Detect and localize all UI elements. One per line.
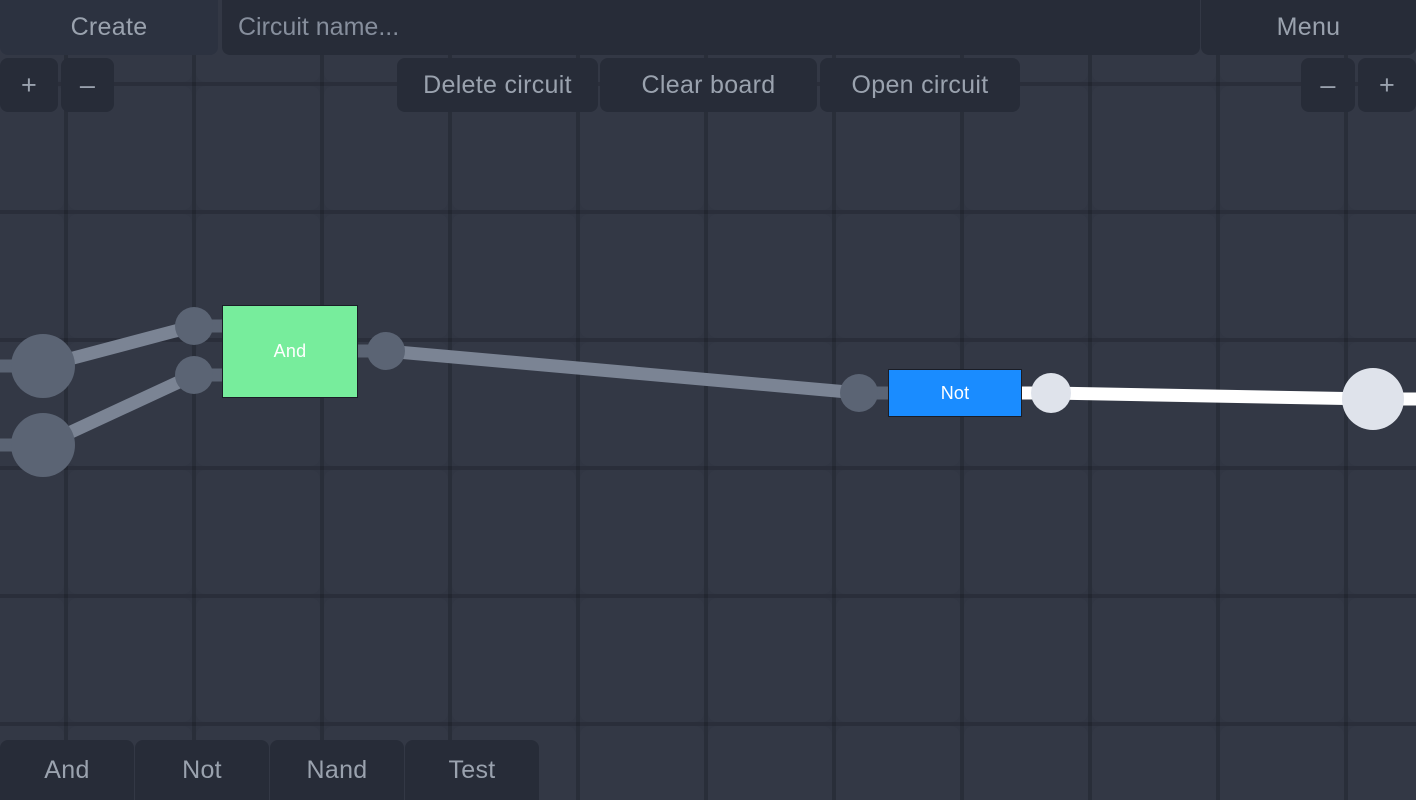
pin-src-b[interactable] [11, 413, 75, 477]
gate-and-1[interactable]: And [222, 305, 358, 398]
grid-cell [324, 470, 448, 594]
grid-cell [836, 214, 960, 338]
palette-item-test[interactable]: Test [405, 740, 539, 800]
open-circuit-button[interactable]: Open circuit [820, 58, 1020, 112]
grid-cell [1220, 726, 1344, 800]
gate-label: Not [940, 382, 970, 403]
grid-cell [836, 726, 960, 800]
stub-sink-right [1400, 392, 1416, 406]
top-toolbar: Create Menu + – Delete circuit Clear boa… [0, 0, 1416, 115]
grid-cell [580, 470, 704, 594]
grid-cell [1220, 598, 1344, 722]
grid-cell [68, 342, 192, 466]
stub-src-a-left [0, 359, 14, 373]
grid-cell [964, 598, 1088, 722]
clear-board-button[interactable]: Clear board [600, 58, 817, 112]
grid-cell [196, 598, 320, 722]
grid-cell [324, 598, 448, 722]
pin-not-out[interactable] [1031, 373, 1071, 413]
pin-and-out[interactable] [367, 332, 405, 370]
pin-and-in-1[interactable] [175, 307, 213, 345]
palette-item-nand[interactable]: Nand [270, 740, 404, 800]
grid-cell [1092, 726, 1216, 800]
palette-item-and[interactable]: And [0, 740, 134, 800]
grid-cell [1348, 726, 1416, 800]
zoom-in-button-right[interactable]: + [1358, 58, 1416, 112]
zoom-out-button-right[interactable]: – [1301, 58, 1355, 112]
grid-cell [0, 470, 64, 594]
grid-cell [964, 726, 1088, 800]
grid-cell [580, 214, 704, 338]
grid-cell [452, 214, 576, 338]
grid-cell [0, 598, 64, 722]
grid-cell [1348, 214, 1416, 338]
grid-cell [1092, 470, 1216, 594]
wire[interactable] [1050, 386, 1374, 406]
grid-cell [580, 598, 704, 722]
wire[interactable] [385, 344, 860, 400]
grid-cell [964, 214, 1088, 338]
stub-src-b-left [0, 438, 14, 452]
grid-cell [1348, 470, 1416, 594]
grid-cell [1092, 598, 1216, 722]
grid-cell [68, 470, 192, 594]
grid-cell [1092, 86, 1216, 210]
gate-not-1[interactable]: Not [888, 369, 1022, 417]
grid-cell [452, 598, 576, 722]
grid-cell [68, 598, 192, 722]
grid-cell [964, 470, 1088, 594]
grid-cell [68, 214, 192, 338]
circuit-name-input[interactable] [222, 0, 1200, 55]
zoom-in-button-left[interactable]: + [0, 58, 58, 112]
grid-cell [580, 726, 704, 800]
grid-cell [1092, 214, 1216, 338]
pin-sink-out[interactable] [1342, 368, 1404, 430]
grid-cell [708, 214, 832, 338]
create-circuit-button[interactable]: Create [0, 0, 218, 55]
grid-cell [708, 342, 832, 466]
pin-and-in-2[interactable] [175, 356, 213, 394]
menu-button[interactable]: Menu [1201, 0, 1416, 55]
grid-cell [708, 726, 832, 800]
grid-cell [452, 342, 576, 466]
grid-cell [580, 342, 704, 466]
grid-cell [1348, 598, 1416, 722]
palette-item-not[interactable]: Not [135, 740, 269, 800]
grid-cell [1220, 470, 1344, 594]
grid-cell [196, 86, 320, 210]
grid-cell [0, 214, 64, 338]
grid-cell [836, 470, 960, 594]
pin-not-in[interactable] [840, 374, 878, 412]
grid-cell [708, 470, 832, 594]
grid-cell [452, 470, 576, 594]
gate-label: And [273, 341, 307, 361]
pin-src-a[interactable] [11, 334, 75, 398]
grid-cell [836, 598, 960, 722]
grid-cell [196, 470, 320, 594]
grid-cell [1092, 342, 1216, 466]
grid-cell [708, 598, 832, 722]
grid-cell [1220, 214, 1344, 338]
delete-circuit-button[interactable]: Delete circuit [397, 58, 598, 112]
zoom-out-button-left[interactable]: – [61, 58, 114, 112]
grid-cell [1220, 342, 1344, 466]
